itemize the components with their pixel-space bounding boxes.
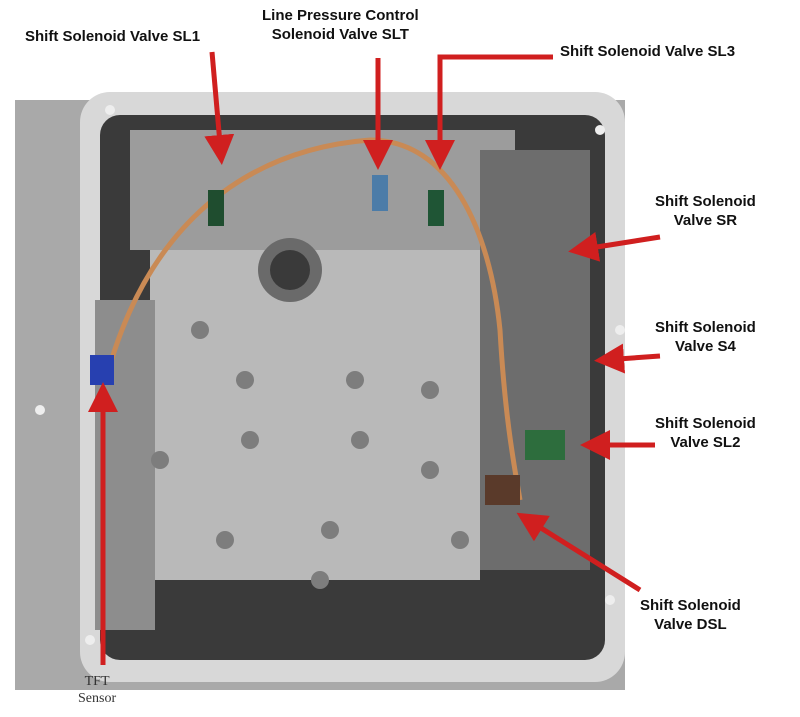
label-sr-line1: Shift Solenoid bbox=[655, 193, 756, 210]
label-tft-line2: Sensor bbox=[78, 691, 117, 706]
label-dsl-line2: Valve DSL bbox=[654, 616, 727, 633]
label-slt: Line Pressure Control Solenoid Valve SLT bbox=[262, 6, 419, 44]
label-s4: Shift Solenoid Valve S4 bbox=[655, 318, 756, 356]
arrow-dsl bbox=[516, 512, 642, 593]
arrow-s4 bbox=[594, 343, 661, 374]
transmission-photo bbox=[15, 92, 625, 690]
valve-body-plate bbox=[150, 250, 480, 580]
label-sl3: Shift Solenoid Valve SL3 bbox=[560, 43, 736, 60]
label-dsl: Shift Solenoid Valve DSL bbox=[640, 596, 741, 634]
label-s4-line2: Valve S4 bbox=[674, 338, 736, 355]
label-sr-line2: Valve SR bbox=[673, 212, 738, 229]
label-s4-line1: Shift Solenoid bbox=[655, 319, 756, 336]
label-tft-line1: TFT bbox=[84, 674, 110, 689]
callout-arrows bbox=[88, 51, 661, 665]
label-sl2-line1: Shift Solenoid bbox=[655, 415, 756, 432]
label-slt-line1: Line Pressure Control bbox=[262, 7, 419, 24]
label-sl2: Shift Solenoid Valve SL2 bbox=[655, 414, 756, 452]
arrow-sl1 bbox=[204, 51, 235, 165]
label-sr: Shift Solenoid Valve SR bbox=[655, 192, 756, 230]
label-tft: TFT Sensor bbox=[78, 673, 116, 707]
arrow-sl3 bbox=[425, 54, 553, 170]
label-sl1: Shift Solenoid Valve SL1 bbox=[25, 28, 201, 45]
label-sl2-line2: Valve SL2 bbox=[670, 434, 741, 451]
label-dsl-line1: Shift Solenoid bbox=[640, 597, 741, 614]
tft-sensor bbox=[90, 355, 114, 385]
label-slt-line2: Solenoid Valve SLT bbox=[271, 26, 409, 43]
arrow-sr bbox=[568, 232, 661, 262]
